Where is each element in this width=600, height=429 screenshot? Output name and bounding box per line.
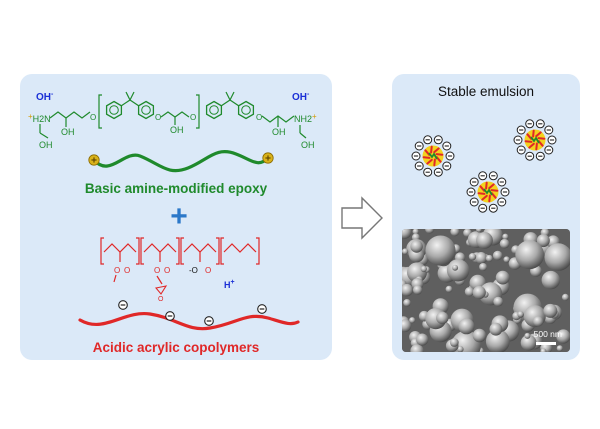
right-ether-o: O (256, 113, 262, 122)
minus-circle-icon (544, 145, 554, 155)
cation-end-left (88, 154, 100, 166)
repeat-bracket-left (98, 94, 102, 129)
left-panel (20, 74, 332, 360)
repeat-ether-o-2: O (190, 113, 196, 122)
hollow-right-arrow-icon (341, 196, 383, 240)
minus-circle-icon (488, 203, 498, 213)
anion-marker-4 (257, 304, 267, 314)
minus-circle-icon (478, 171, 488, 181)
minus-circle-icon (497, 197, 507, 207)
epoxy-chain-schematic (88, 150, 274, 173)
minus-circle-icon (535, 119, 545, 129)
emulsion-particle-1 (411, 135, 455, 177)
right-hydroxyl-b: OH (301, 140, 315, 150)
left-hydroxyl-b: OH (39, 140, 53, 150)
minus-circle-icon (433, 135, 443, 145)
emulsion-title: Stable emulsion (437, 84, 535, 99)
minus-circle-icon (469, 177, 479, 187)
sem-micrograph: 500 nm (402, 229, 570, 352)
minus-circle-icon (547, 135, 557, 145)
carbonyl-o-2: O (164, 266, 170, 275)
epoxide-o: O (158, 296, 164, 303)
ester-o-2: O (154, 266, 160, 275)
left-hydroxyl-a: OH (61, 127, 75, 137)
minus-circle-icon (516, 145, 526, 155)
repeat-bracket-right (196, 94, 200, 129)
minus-circle-icon (488, 171, 498, 181)
repeat-ether-o-1: O (155, 113, 161, 122)
minus-circle-icon (466, 187, 476, 197)
minus-circle-icon (544, 125, 554, 135)
anion-marker-2 (165, 311, 175, 321)
minus-circle-icon (414, 161, 424, 171)
acrylic-structure: O O O O O -O O H+ (100, 237, 260, 303)
emulsion-particle-3 (466, 171, 510, 213)
minus-circle-icon (516, 125, 526, 135)
minus-circle-icon (535, 151, 545, 161)
carbonyl-o-3: O (205, 266, 211, 275)
minus-circle-icon (433, 167, 443, 177)
right-ammonium-group: NH2+ (294, 112, 317, 124)
minus-circle-icon (497, 177, 507, 187)
minus-circle-icon (411, 151, 421, 161)
emulsion-particle-2 (513, 119, 557, 161)
minus-circle-icon (500, 187, 510, 197)
minus-circle-icon (469, 197, 479, 207)
minus-circle-icon (525, 119, 535, 129)
epoxy-structure: OH- +H2N OH OH O O OH O O (28, 91, 317, 150)
sem-image (402, 229, 570, 352)
left-chain (49, 111, 91, 119)
minus-circle-icon (423, 167, 433, 177)
minus-circle-icon (442, 141, 452, 151)
cation-end-right (262, 152, 274, 164)
minus-circle-icon (414, 141, 424, 151)
minus-circle-icon (442, 161, 452, 171)
minus-circle-icon (445, 151, 455, 161)
acrylic-chain-schematic (78, 300, 300, 331)
right-hydroxyl-a: OH (272, 127, 286, 137)
anion-marker-1 (118, 300, 128, 310)
plus-sign: + (170, 200, 188, 233)
proton: H+ (224, 279, 235, 290)
minus-circle-icon (513, 135, 523, 145)
carbonyl-o-1: O (124, 266, 130, 275)
minus-circle-icon (423, 135, 433, 145)
left-ammonium-group: +H2N (28, 112, 51, 124)
ester-o-1: O (114, 266, 120, 275)
repeat-hydroxyl: OH (170, 125, 184, 135)
acrylic-label: Acidic acrylic copolymers (92, 340, 260, 355)
carboxylate-o: -O (189, 266, 198, 275)
scale-bar (536, 342, 556, 345)
minus-circle-icon (525, 151, 535, 161)
right-hydroxide-ion: OH- (292, 91, 310, 103)
left-hydroxide-ion: OH- (36, 91, 54, 103)
epoxy-label: Basic amine-modified epoxy (84, 181, 268, 196)
scale-bar-label: 500 nm (533, 329, 562, 339)
emulsion-particles (411, 119, 557, 213)
anion-marker-3 (204, 316, 214, 326)
minus-circle-icon (478, 203, 488, 213)
left-ether-o: O (90, 113, 96, 122)
